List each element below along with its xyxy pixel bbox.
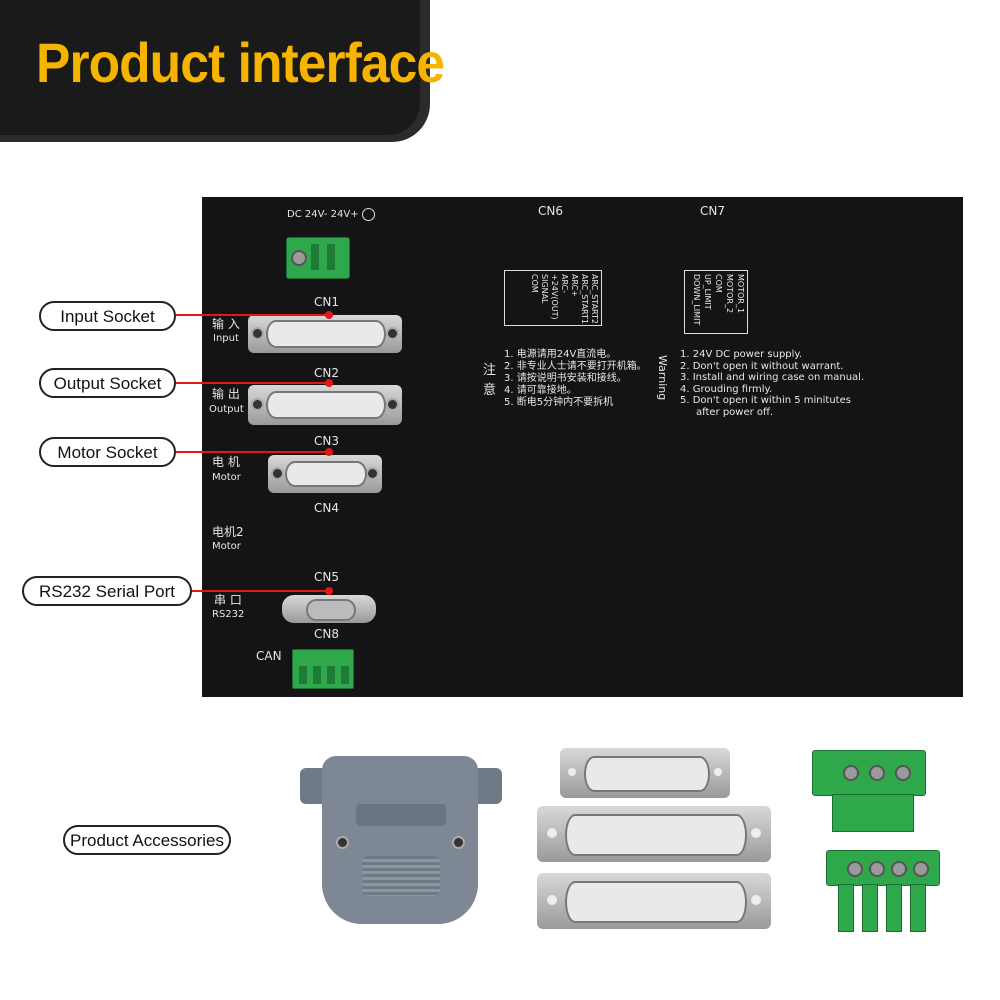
cn6-pin: ARC_START2 <box>590 274 599 324</box>
power-label: DC 24V- 24V+ <box>287 209 359 220</box>
cn4-label: CN4 <box>314 501 339 515</box>
cn2-label: CN2 <box>314 366 339 380</box>
serial-en-label: RS232 <box>212 609 245 620</box>
cn7-label: CN7 <box>700 204 725 218</box>
cn7-pin: MOTOR_2 <box>725 274 734 314</box>
input-cn-label: 输 入 <box>212 317 240 331</box>
input-en-label: Input <box>213 333 239 344</box>
power-terminal <box>286 237 350 279</box>
output-socket-callout: Output Socket <box>39 368 176 398</box>
cn3-label: CN3 <box>314 434 339 448</box>
warning-item: 2. Don't open it without warrant. <box>680 360 844 372</box>
cn6-pin: ARC_START1 <box>580 274 589 324</box>
output-leader-line <box>176 382 328 384</box>
accessories-callout: Product Accessories <box>63 825 231 855</box>
green-terminal-3pin-base <box>832 794 914 832</box>
output-socket-db25 <box>248 385 402 425</box>
warning-item: 5. Don't open it within 5 minitutes <box>680 395 851 406</box>
dsub-hood-body <box>322 756 478 924</box>
db15-connector <box>560 748 730 798</box>
motor-cn-label: 电 机 <box>212 455 240 469</box>
can-label: CAN <box>256 649 282 663</box>
motor2-cn-label: 电机2 <box>212 525 244 539</box>
notice-cn-item: 4. 请可靠接地。 <box>504 385 577 396</box>
notice-cn-item: 2. 非专业人士请不要打开机箱。 <box>504 361 647 372</box>
db25-connector <box>537 873 771 929</box>
green-terminal-3pin <box>812 750 926 796</box>
rs232-leader-dot <box>325 587 333 595</box>
page-title: Product interface <box>36 31 445 94</box>
rs232-callout: RS232 Serial Port <box>22 576 192 606</box>
motor-socket-callout: Motor Socket <box>39 437 176 467</box>
serial-socket-db9 <box>282 595 376 623</box>
terminal-slot <box>311 244 319 270</box>
output-cn-label: 输 出 <box>212 387 240 401</box>
terminal-screw-icon <box>291 250 307 266</box>
cn7-pin: DOWN_LIMIT <box>692 274 701 326</box>
input-leader-dot <box>325 311 333 319</box>
cn6-pin: ARC- <box>560 274 569 294</box>
notice-cn-list: 1. 电源请用24V直流电。 2. 非专业人士请不要打开机箱。 3. 请按说明书… <box>504 349 647 409</box>
warning-item: 4. Grouding firmly. <box>680 383 773 395</box>
motor-en-label: Motor <box>212 472 241 483</box>
cn7-pin-table: MOTOR_1 MOTOR_2 COM UP_LIMIT DOWN_LIMIT <box>684 270 748 334</box>
can-terminal <box>292 649 354 689</box>
warning-title: Warning <box>656 355 669 401</box>
warning-item: 3. Install and wiring case on manual. <box>680 372 865 383</box>
cn8-label: CN8 <box>314 627 339 641</box>
header-banner-inner <box>0 0 420 135</box>
cn6-label: CN6 <box>538 204 563 218</box>
notice-cn-item: 5. 断电5分钟内不要拆机 <box>504 397 614 408</box>
motor-leader-dot <box>325 448 333 456</box>
motor-socket-db15 <box>268 455 382 493</box>
notice-cn-item: 1. 电源请用24V直流电。 <box>504 349 617 360</box>
cn6-pin: ARC+ <box>570 274 579 297</box>
db25-connector <box>537 806 771 862</box>
green-terminal-4pin <box>826 850 940 886</box>
notice-title-cn: 注 意 <box>483 363 497 398</box>
cn1-label: CN1 <box>314 295 339 309</box>
cn6-pin: +24V(OUT) <box>550 274 559 320</box>
output-en-label: Output <box>209 404 244 415</box>
cn5-label: CN5 <box>314 570 339 584</box>
motor-leader-line <box>176 451 328 453</box>
warning-en-list: 1. 24V DC power supply. 2. Don't open it… <box>680 349 864 418</box>
cn6-pin: COM <box>530 274 539 293</box>
cn7-pin: UP_LIMIT <box>703 274 712 310</box>
cn7-pin: MOTOR_1 <box>736 274 745 314</box>
input-leader-line <box>176 314 328 316</box>
input-socket-callout: Input Socket <box>39 301 176 331</box>
terminal-slot <box>327 244 335 270</box>
notice-cn-item: 3. 请按说明书安装和接线。 <box>504 373 627 384</box>
rs232-leader-line <box>192 590 328 592</box>
cn7-pin: COM <box>714 274 723 293</box>
cn6-pin-table: ARC_START2 ARC_START1 ARC+ ARC- +24V(OUT… <box>504 270 602 326</box>
cn6-pin: SIGNAL <box>540 274 549 304</box>
warning-item: 1. 24V DC power supply. <box>680 349 803 360</box>
input-socket-db25 <box>248 315 402 353</box>
ground-icon <box>362 208 375 221</box>
warning-item: after power off. <box>696 406 774 418</box>
green-terminal-4pin-legs <box>838 884 934 932</box>
serial-cn-label: 串 口 <box>214 593 242 607</box>
output-leader-dot <box>325 379 333 387</box>
device-panel: DC 24V- 24V+ CN1 输 入 Input CN2 输 出 Outpu… <box>202 197 963 697</box>
motor2-en-label: Motor <box>212 541 241 552</box>
